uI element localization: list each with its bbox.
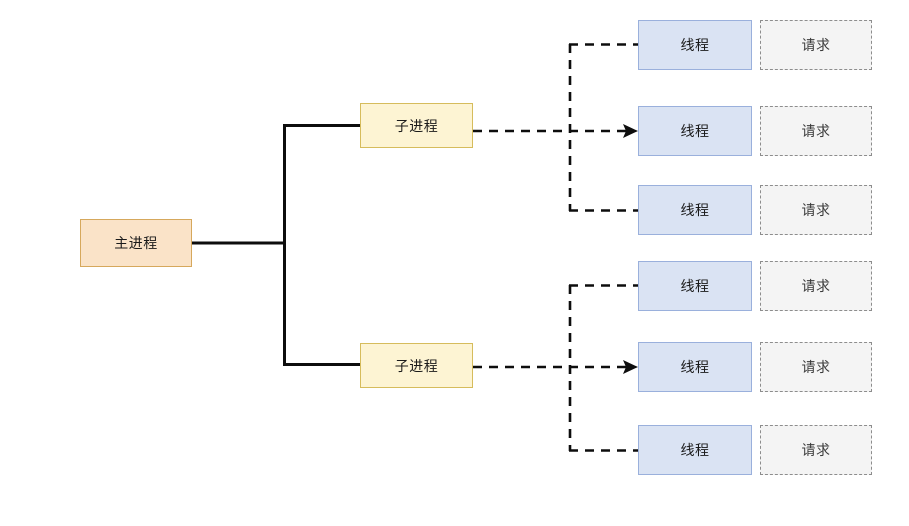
node-child-process-2-label: 子进程 xyxy=(394,357,439,374)
node-request-3[interactable]: 请求 xyxy=(760,185,872,235)
arrowhead-top-thread xyxy=(623,124,638,138)
node-request-4[interactable]: 请求 xyxy=(760,261,872,311)
node-thread-2[interactable]: 线程 xyxy=(638,106,752,156)
node-child-process-1[interactable]: 子进程 xyxy=(360,103,473,148)
node-main-process[interactable]: 主进程 xyxy=(80,219,192,267)
node-thread-2-label: 线程 xyxy=(680,123,710,139)
node-main-process-label: 主进程 xyxy=(114,235,158,251)
node-child-process-2[interactable]: 子进程 xyxy=(360,343,473,388)
node-request-1[interactable]: 请求 xyxy=(760,20,872,70)
node-request-6-label: 请求 xyxy=(801,442,831,458)
node-thread-3[interactable]: 线程 xyxy=(638,185,752,235)
node-thread-1[interactable]: 线程 xyxy=(638,20,752,70)
node-request-3-label: 请求 xyxy=(801,202,831,218)
node-request-2[interactable]: 请求 xyxy=(760,106,872,156)
node-thread-6-label: 线程 xyxy=(680,442,710,458)
node-request-1-label: 请求 xyxy=(801,37,831,53)
node-thread-6[interactable]: 线程 xyxy=(638,425,752,475)
node-thread-4-label: 线程 xyxy=(680,278,710,294)
node-child-process-1-label: 子进程 xyxy=(394,117,439,134)
node-thread-4[interactable]: 线程 xyxy=(638,261,752,311)
node-request-2-label: 请求 xyxy=(801,123,831,139)
node-request-5[interactable]: 请求 xyxy=(760,342,872,392)
node-thread-5-label: 线程 xyxy=(680,359,710,375)
node-request-5-label: 请求 xyxy=(801,359,831,375)
node-request-6[interactable]: 请求 xyxy=(760,425,872,475)
node-thread-3-label: 线程 xyxy=(680,202,710,218)
node-request-4-label: 请求 xyxy=(801,278,831,294)
node-thread-5[interactable]: 线程 xyxy=(638,342,752,392)
arrowhead-bottom-thread xyxy=(623,360,638,374)
node-thread-1-label: 线程 xyxy=(680,37,710,53)
